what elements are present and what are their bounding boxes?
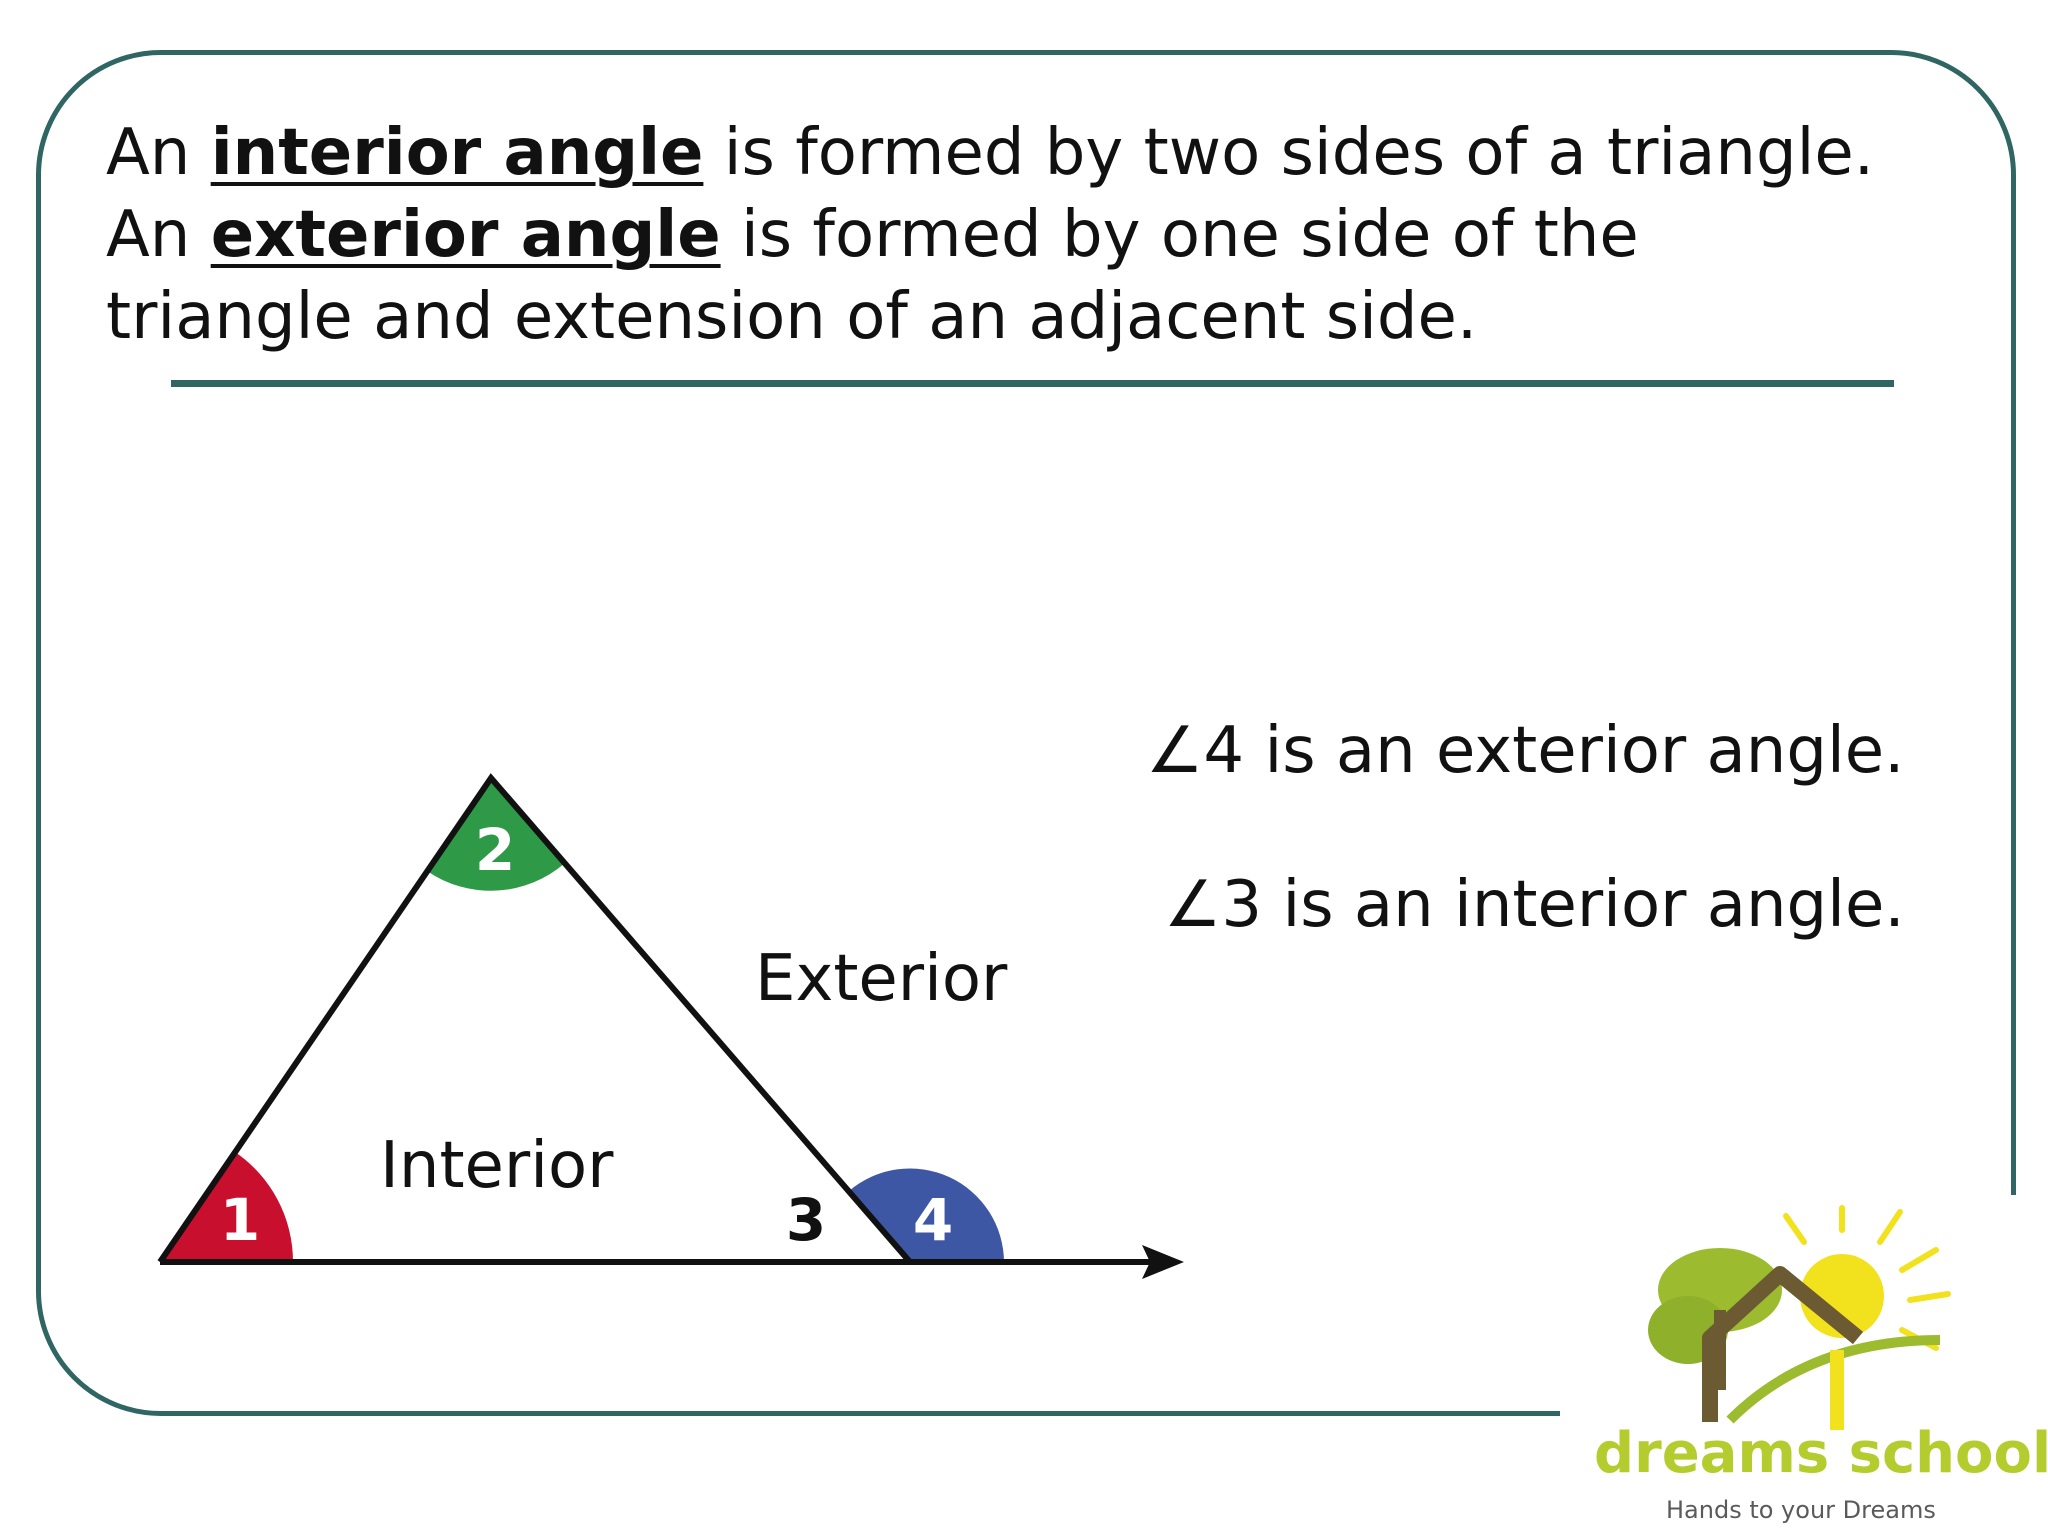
angle-4-arc xyxy=(849,1168,1004,1262)
logo-wordmark: dreams school xyxy=(1594,1421,2048,1486)
dreams-school-logo: dreams school Hands to your Dreams xyxy=(1594,1205,2048,1524)
exterior-statement-text: 4 is an exterior angle. xyxy=(1203,714,1905,788)
text-an: An xyxy=(106,198,211,272)
logo-tagline: Hands to your Dreams xyxy=(1666,1496,1936,1524)
slide-frame xyxy=(36,50,2016,1416)
interior-region-label: Interior xyxy=(380,1129,614,1203)
interior-statement-text: 3 is an interior angle. xyxy=(1221,868,1905,942)
angle-2-arc xyxy=(427,778,565,891)
definition-line-1: An interior angle is formed by two sides… xyxy=(106,112,2026,194)
definition-line-3: triangle and extension of an adjacent si… xyxy=(106,280,1478,354)
angle-1-label: 1 xyxy=(220,1186,260,1254)
definition-text: An interior angle is formed by two sides… xyxy=(106,112,2026,358)
definition-interior: is formed by two sides of a triangle. xyxy=(703,116,1875,190)
definition-line-2: An exterior angle is formed by one side … xyxy=(106,194,2026,276)
exterior-angle-statement: ∠4 is an exterior angle. xyxy=(1146,714,1904,788)
angle-symbol-icon: ∠ xyxy=(1164,868,1222,942)
arrowhead-icon xyxy=(1142,1245,1184,1279)
term-exterior-angle: exterior angle xyxy=(210,198,721,272)
angle-4-label: 4 xyxy=(913,1186,953,1254)
exterior-region-label: Exterior xyxy=(755,942,1008,1016)
sun-icon xyxy=(1783,1205,1951,1351)
angle-3-label: 3 xyxy=(786,1186,826,1254)
angle-1-arc xyxy=(160,1152,294,1262)
definition-exterior: is formed by one side of the xyxy=(720,198,1639,272)
triangle-sides xyxy=(157,773,913,1264)
angle-symbol-icon: ∠ xyxy=(1146,714,1204,788)
divider-rule xyxy=(171,380,1894,387)
text-an: An xyxy=(106,116,211,190)
interior-angle-statement: ∠3 is an interior angle. xyxy=(1164,868,1905,942)
house-icon xyxy=(1702,1266,1941,1430)
term-interior-angle: interior angle xyxy=(210,116,704,190)
angle-2-label: 2 xyxy=(475,816,515,884)
